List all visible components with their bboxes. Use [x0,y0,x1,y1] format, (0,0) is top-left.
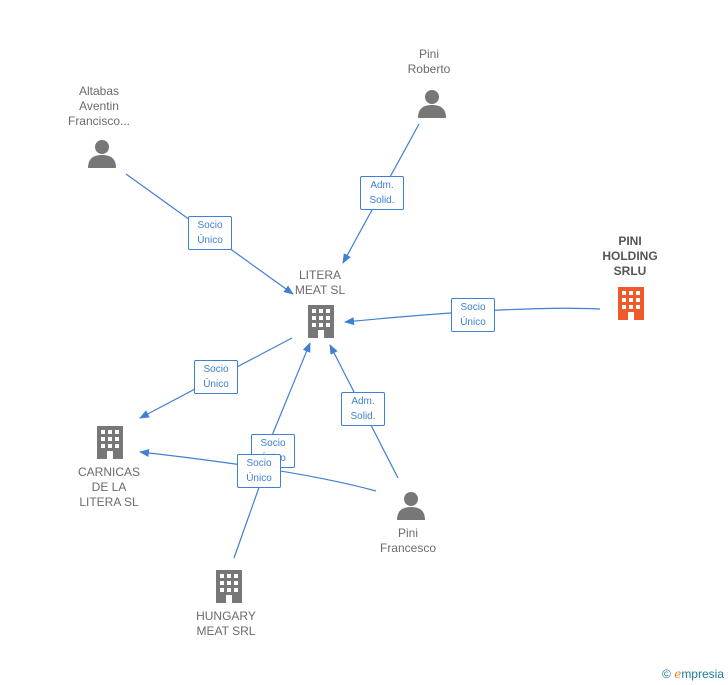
node-label-pini-francesco: Pini Francesco [379,526,437,555]
brand-initial: e [674,667,682,681]
brand-name: mpresia [681,667,724,681]
edge-label-socio-unico[interactable]: Socio Único [188,216,232,250]
node-label-carnicas: CARNICAS DE LA LITERA SL [77,465,140,509]
building-icon[interactable] [306,304,336,338]
building-icon-highlight[interactable] [616,286,646,320]
copyright-icon: © [662,667,671,681]
edge-line [344,307,601,326]
edge-label-adm-solid[interactable]: Adm. Solid. [360,176,404,210]
edge-label-socio-unico[interactable]: Socio Único [194,360,238,394]
node-label-altabas: Altabas Aventin Francisco... [67,84,130,128]
edge-label-adm-solid[interactable]: Adm. Solid. [341,392,385,426]
edge-label-socio-unico[interactable]: Socio Único [237,454,281,488]
node-label-pini-holding: PINI HOLDING SRLU [602,234,658,278]
brand-watermark: © empresia [662,667,724,681]
person-icon[interactable] [417,88,447,118]
building-icon[interactable] [214,569,244,603]
node-label-hungary-meat: HUNGARY MEAT SRL [196,609,256,638]
building-icon[interactable] [95,425,125,459]
edge-label-socio-unico[interactable]: Socio Único [451,298,495,332]
node-label-litera-meat: LITERA MEAT SL [294,268,346,297]
node-label-pini-roberto: Pini Roberto [407,47,451,76]
person-icon[interactable] [396,490,426,520]
person-icon[interactable] [87,138,117,168]
